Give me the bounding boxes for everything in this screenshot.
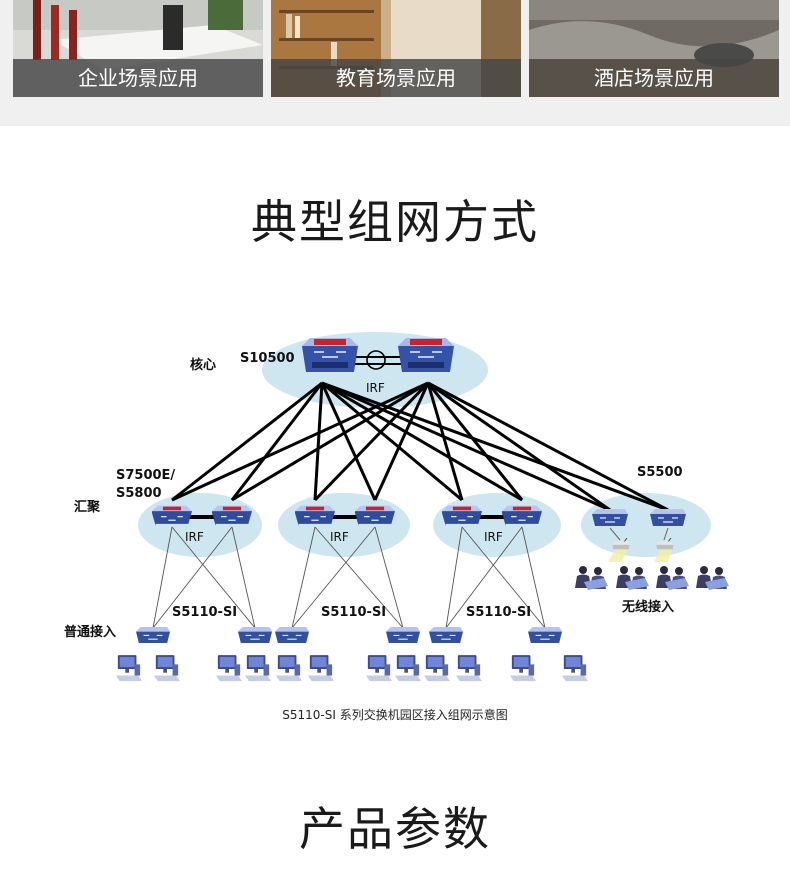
agg-irf-label-1: IRF <box>185 530 204 544</box>
wireless-user-1-icon <box>575 566 608 590</box>
pc-2-icon <box>154 655 180 682</box>
scene-label-education: 教育场景应用 <box>271 59 521 97</box>
agg-switch-2a-icon <box>295 505 335 527</box>
pc-10-icon <box>456 655 482 682</box>
wireless-model-label: S5500 <box>637 465 683 480</box>
diagram-caption: S5110-SI 系列交换机园区接入组网示意图 <box>282 708 508 722</box>
pc-group <box>116 655 588 682</box>
access-links <box>152 526 546 629</box>
agg-zone-3 <box>433 493 561 557</box>
wireless-user-4-icon <box>696 566 729 590</box>
scene-card-hotel[interactable]: 酒店场景应用 <box>529 0 779 97</box>
agg-zone-2 <box>278 493 410 557</box>
access-model-label-3: S5110-SI <box>466 605 531 620</box>
pc-12-icon <box>562 655 588 682</box>
section-title-parameters: 产品参数 <box>299 802 491 856</box>
agg-model-line1: S7500E/ <box>116 468 175 483</box>
agg-irf-label-3: IRF <box>484 530 503 544</box>
access-model-label-2: S5110-SI <box>321 605 386 620</box>
pc-8-icon <box>395 655 421 682</box>
pc-9-icon <box>424 655 450 682</box>
wireless-switch-1-icon <box>592 508 628 527</box>
pc-1-icon <box>116 655 142 682</box>
pc-5-icon <box>276 655 302 682</box>
pc-7-icon <box>366 655 392 682</box>
access-switch-1-icon <box>136 626 170 644</box>
agg-switch-3a-icon <box>442 505 482 527</box>
access-label: 普通接入 <box>64 624 116 640</box>
core-model-label: S10500 <box>240 351 295 366</box>
core-irf-link <box>350 350 402 370</box>
wireless-user-3-icon <box>656 566 689 590</box>
access-switch-2-icon <box>238 626 272 644</box>
core-uplinks <box>171 381 669 512</box>
office-photo-icon <box>13 0 263 97</box>
scene-card-education[interactable]: 教育场景应用 <box>271 0 521 97</box>
agg-switch-2b-icon <box>355 505 395 527</box>
section-title-networking: 典型组网方式 <box>251 195 539 249</box>
agg-zone-1 <box>138 493 262 557</box>
scene-label-enterprise: 企业场景应用 <box>13 59 263 97</box>
agg-switch-1a-icon <box>152 505 192 527</box>
core-switch-1-icon <box>302 337 358 373</box>
pc-11-icon <box>510 655 536 682</box>
pc-6-icon <box>308 655 334 682</box>
agg-irf-label-2: IRF <box>330 530 349 544</box>
network-diagram: 核心 S10500 IRF S7500E/ S5800 汇聚 IRF IRF I… <box>64 332 729 682</box>
access-switch-3-icon <box>275 626 309 644</box>
wireless-switch-2-icon <box>650 508 686 527</box>
pc-4-icon <box>245 655 271 682</box>
scene-card-enterprise[interactable]: 企业场景应用 <box>13 0 263 97</box>
agg-switch-3b-icon <box>502 505 542 527</box>
access-switch-6-icon <box>528 626 562 644</box>
access-model-label-1: S5110-SI <box>172 605 237 620</box>
agg-label: 汇聚 <box>74 500 101 515</box>
core-switch-2-icon <box>398 337 454 373</box>
core-label: 核心 <box>190 357 216 373</box>
agg-switch-1b-icon <box>212 505 252 527</box>
agg-model-line2: S5800 <box>116 486 162 501</box>
core-irf-label: IRF <box>366 381 385 395</box>
access-switch-4-icon <box>386 626 420 644</box>
access-switch-5-icon <box>429 626 463 644</box>
pc-3-icon <box>216 655 242 682</box>
scene-label-hotel: 酒店场景应用 <box>529 59 779 97</box>
wireless-label: 无线接入 <box>621 599 674 615</box>
wireless-user-2-icon <box>616 566 649 590</box>
